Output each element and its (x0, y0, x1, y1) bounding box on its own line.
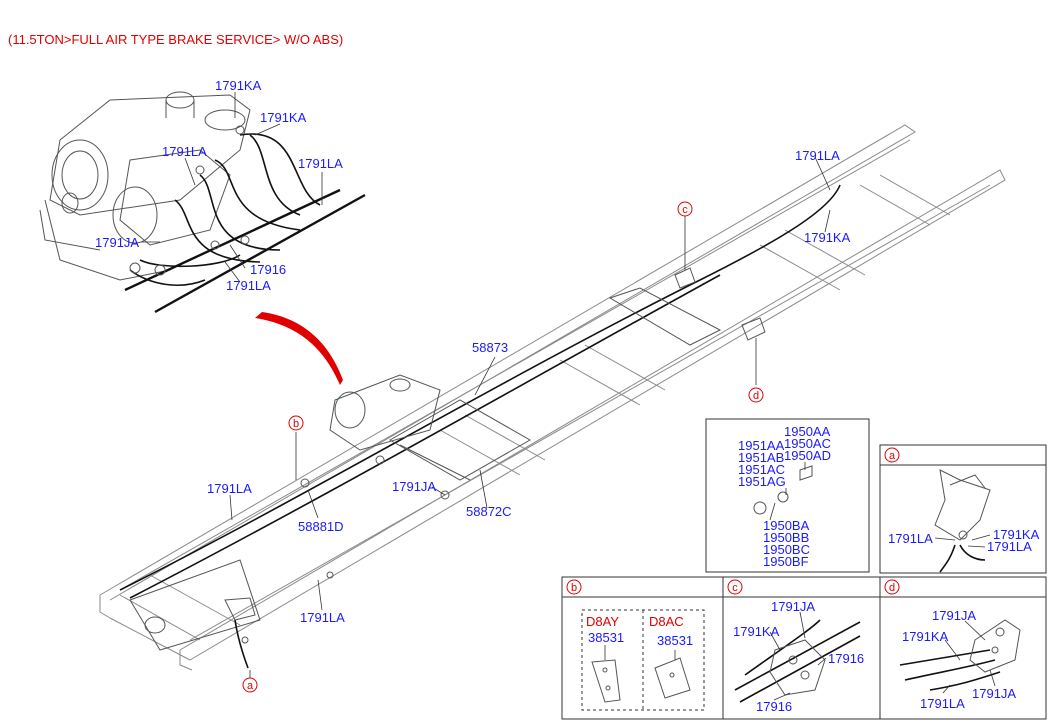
part-1951ac: 1951AC (738, 462, 785, 477)
detail-b-variant-2: D8AC (649, 614, 684, 629)
label-1791la-top-c: 1791LA (226, 278, 271, 293)
svg-text:c: c (682, 204, 688, 216)
detail-c-label-right: 17916 (828, 651, 864, 666)
detail-d-label-bottom-right: 1791JA (972, 686, 1016, 701)
detail-a-panel: a (879, 444, 1047, 574)
part-1951ab: 1951AB (738, 450, 784, 465)
detail-a-label-right-top: 1791KA (993, 527, 1040, 542)
label-1791ka-top-a: 1791KA (215, 78, 262, 93)
svg-text:b: b (571, 582, 577, 594)
diagram-title: (11.5TON>FULL AIR TYPE BRAKE SERVICE> W/… (8, 32, 343, 47)
detail-b-part-2: 38531 (657, 633, 693, 648)
detail-c-label-bottom: 17916 (756, 699, 792, 714)
detail-b-variant-1: D8AY (586, 614, 619, 629)
label-58873: 58873 (472, 340, 508, 355)
label-1791ka-frame-right: 1791KA (804, 230, 851, 245)
part-1950ad: 1950AD (784, 448, 831, 463)
part-1951ag: 1951AG (738, 474, 786, 489)
air-tank-assembly (39, 91, 366, 314)
callout-c[interactable]: c (677, 201, 693, 217)
svg-text:c: c (732, 582, 738, 594)
svg-text:d: d (753, 390, 759, 402)
callout-a[interactable]: a (242, 677, 258, 693)
part-1950bc: 1950BC (763, 542, 810, 557)
detail-a-label-right-bottom: 1791LA (987, 539, 1032, 554)
label-1791la-frame-right: 1791LA (795, 148, 840, 163)
label-1791la-top-b: 1791LA (298, 156, 343, 171)
part-1950bf: 1950BF (763, 554, 809, 569)
label-1791la-top-a: 1791LA (162, 144, 207, 159)
detail-d-label-left: 1791KA (902, 629, 949, 644)
label-17916-top: 17916 (250, 262, 286, 277)
label-1791la-frame-left: 1791LA (207, 481, 252, 496)
detail-c-panel: c (722, 576, 881, 720)
callout-b[interactable]: b (288, 415, 304, 431)
detail-d-label-top: 1791JA (932, 608, 976, 623)
chassis-frame (99, 124, 1006, 678)
svg-text:a: a (247, 680, 254, 692)
part-1950bb: 1950BB (763, 530, 809, 545)
detail-a-label-left: 1791LA (888, 531, 933, 546)
label-1791la-frame-bottom: 1791LA (300, 610, 345, 625)
detail-c-label-top: 1791JA (771, 599, 815, 614)
detail-d-label-bottom-left: 1791LA (920, 696, 965, 711)
part-1950ac: 1950AC (784, 436, 831, 451)
label-58872c: 58872C (466, 504, 512, 519)
part-1950aa: 1950AA (784, 424, 831, 439)
detail-d-panel: d (879, 576, 1047, 720)
svg-text:a: a (889, 450, 896, 462)
detail-pointer-arrow (255, 312, 343, 385)
part-1951aa: 1951AA (738, 438, 785, 453)
detail-c-label-left: 1791KA (733, 624, 780, 639)
detail-b-part-1: 38531 (588, 630, 624, 645)
svg-text:d: d (889, 582, 895, 594)
label-1791ka-top-b: 1791KA (260, 110, 307, 125)
label-1791ja-top: 1791JA (95, 235, 139, 250)
label-58881d: 58881D (298, 519, 344, 534)
label-1791ja-frame: 1791JA (392, 479, 436, 494)
svg-text:b: b (293, 418, 299, 430)
part-1950ba: 1950BA (763, 518, 810, 533)
callout-d[interactable]: d (748, 387, 764, 403)
fittings-parts-box (705, 418, 870, 573)
detail-b-panel: b (561, 576, 724, 720)
